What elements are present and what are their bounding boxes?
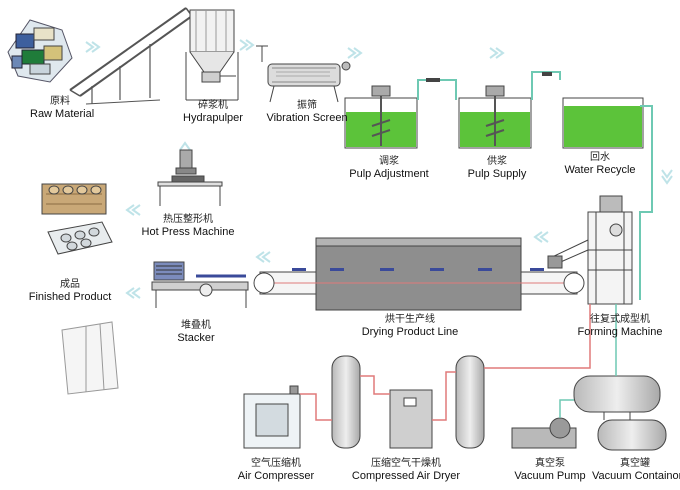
stacker-drawing (151, 261, 249, 308)
forming-machine-cn: 往复式成型机 (590, 314, 650, 325)
vibration-screen-label: 振筛 Vibration Screen (262, 100, 352, 124)
air-compressor-cn: 空气压缩机 (251, 458, 301, 469)
finished-product-label: 成品 Finished Product (28, 279, 112, 303)
pulp-tanks (344, 85, 644, 149)
stacker-en: Stacker (177, 331, 215, 344)
vibration-screen-machine (256, 45, 351, 103)
drying-line-cn: 烘干生产线 (385, 314, 435, 325)
pulp-adjustment-en: Pulp Adjustment (349, 167, 429, 180)
hydrapulper-en: Hydrapulper (183, 111, 243, 124)
water-recycle-label: 回水 Water Recycle (560, 152, 640, 176)
stacker-cn: 堆叠机 (181, 320, 211, 331)
raw-material-bales (7, 19, 73, 83)
drying-line-en: Drying Product Line (361, 325, 459, 338)
vacuum-pump-label: 真空泵 Vacuum Pump (510, 458, 590, 482)
vibration-screen-en: Vibration Screen (266, 111, 348, 124)
hot-press-en: Hot Press Machine (141, 225, 235, 238)
drying-line-drawing (253, 237, 585, 311)
air-compressor-label: 空气压缩机 Air Compresser (226, 458, 326, 482)
compressed-air-dryer-en: Compressed Air Dryer (351, 469, 461, 482)
forming-machine-label: 往复式成型机 Forming Machine (570, 314, 670, 338)
pulp-adjustment-cn: 调浆 (379, 156, 399, 167)
air-compressor-en: Air Compresser (237, 469, 315, 482)
finished-product-en: Finished Product (28, 290, 112, 303)
hydrapulper-cn: 碎浆机 (198, 100, 228, 111)
raw-material-cn: 原料 (50, 96, 70, 107)
vacuum-container-label: 真空罐 Vacuum Containor (592, 458, 680, 482)
air-system-drawing (243, 304, 591, 449)
hot-press-machine-drawing (157, 149, 223, 206)
water-recycle-cn: 回水 (590, 152, 610, 163)
forming-machine-drawing (547, 195, 633, 305)
compressed-air-dryer-label: 压缩空气干燥机 Compressed Air Dryer (344, 458, 468, 482)
vacuum-container-en: Vacuum Containor (592, 469, 680, 482)
pulp-supply-cn: 供浆 (487, 156, 507, 167)
finished-product-stack (61, 321, 119, 395)
hydrapulper-machine (185, 9, 239, 101)
vacuum-pump-en: Vacuum Pump (514, 469, 586, 482)
raw-material-en: Raw Material (30, 107, 95, 120)
hot-press-label: 热压整形机 Hot Press Machine (138, 214, 238, 238)
pulp-adjustment-label: 调浆 Pulp Adjustment (344, 156, 434, 180)
process-flow-arrows (85, 39, 673, 299)
vacuum-container-cn: 真空罐 (620, 458, 650, 469)
raw-material-label: 原料 Raw Material (30, 96, 95, 120)
finished-product-trays (41, 183, 113, 255)
water-recycle-en: Water Recycle (564, 163, 636, 176)
vacuum-pump-cn: 真空泵 (535, 458, 565, 469)
finished-product-cn: 成品 (60, 279, 80, 290)
compressed-air-dryer-cn: 压缩空气干燥机 (371, 458, 441, 469)
vacuum-system-drawing (511, 304, 667, 451)
pulp-supply-label: 供浆 Pulp Supply (462, 156, 532, 180)
hydrapulper-label: 碎浆机 Hydrapulper (178, 100, 248, 124)
stacker-label: 堆叠机 Stacker (168, 320, 224, 344)
hot-press-cn: 热压整形机 (163, 214, 213, 225)
pulp-supply-en: Pulp Supply (467, 167, 527, 180)
forming-machine-en: Forming Machine (577, 325, 663, 338)
drying-line-label: 烘干生产线 Drying Product Line (360, 314, 460, 338)
feed-conveyor (69, 7, 193, 105)
vibration-screen-cn: 振筛 (297, 100, 317, 111)
